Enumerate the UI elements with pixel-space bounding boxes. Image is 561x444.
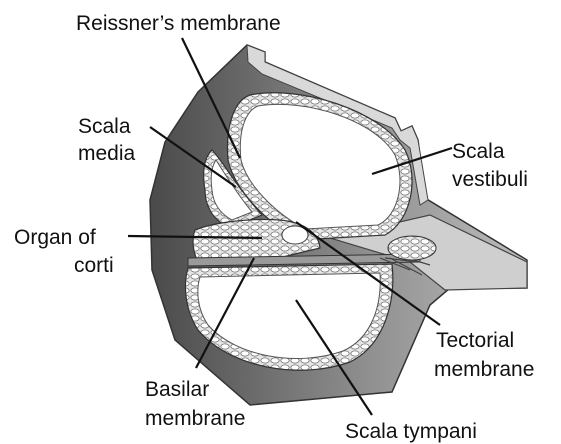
label-tectorial-line1: Tectorial xyxy=(436,329,514,352)
label-scala-tympani: Scala tympani xyxy=(345,420,477,443)
label-tectorial-line2: membrane xyxy=(434,358,534,381)
label-reissners-membrane: Reissner’s membrane xyxy=(76,12,281,35)
label-basilar-line2: membrane xyxy=(145,407,245,430)
label-organ-of-corti-line2: corti xyxy=(74,254,114,277)
spiral-ganglion xyxy=(388,236,436,260)
label-organ-of-corti-line1: Organ of xyxy=(14,226,96,249)
label-scala-media-line1: Scala xyxy=(78,115,131,138)
label-scala-media-line2: media xyxy=(78,142,136,165)
label-basilar-line1: Basilar xyxy=(145,378,209,401)
label-scala-vestibuli-line1: Scala xyxy=(452,140,505,163)
label-scala-vestibuli-line2: vestibuli xyxy=(452,168,528,191)
